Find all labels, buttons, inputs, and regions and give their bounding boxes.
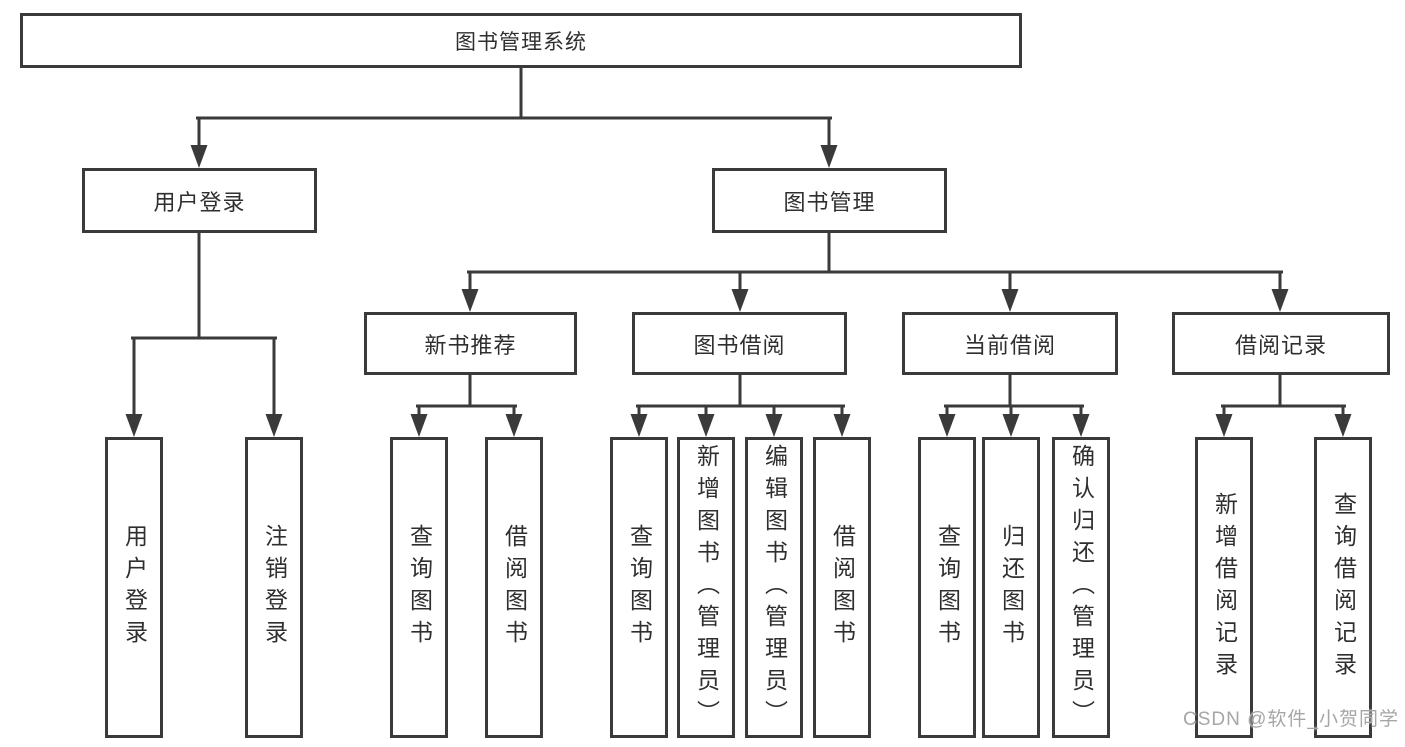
leaf-bb-query-books-label: 查询图书	[626, 523, 653, 652]
node-book-management-label: 图书管理	[783, 189, 876, 215]
leaf-br-query-record: 查询借阅记录	[1314, 437, 1372, 738]
node-book-management: 图书管理	[712, 168, 947, 233]
leaf-br-add-record: 新增借阅记录	[1195, 437, 1253, 738]
leaf-nbr-query-books: 查询图书	[390, 437, 448, 738]
leaf-cb-query-books-label: 查询图书	[934, 523, 961, 652]
leaf-nbr-borrow-books-label: 借阅图书	[501, 523, 528, 652]
node-current-borrow-label: 当前借阅	[963, 332, 1056, 358]
leaf-nbr-borrow-books: 借阅图书	[485, 437, 543, 738]
leaf-logout-label: 注销登录	[261, 523, 288, 652]
leaf-bb-add-books-label: 新增图书（管理员）	[693, 443, 720, 732]
leaf-br-query-record-label: 查询借阅记录	[1330, 491, 1357, 684]
node-borrow-record-label: 借阅记录	[1234, 332, 1327, 358]
leaf-user-login: 用户登录	[105, 437, 163, 738]
leaf-cb-query-books: 查询图书	[918, 437, 976, 738]
leaf-cb-return-books-label: 归还图书	[998, 523, 1025, 652]
leaf-bb-borrow-books: 借阅图书	[813, 437, 871, 738]
leaf-cb-confirm-return-label: 确认归还（管理员）	[1068, 443, 1095, 732]
leaf-nbr-query-books-label: 查询图书	[406, 523, 433, 652]
node-current-borrow: 当前借阅	[902, 312, 1118, 375]
node-root: 图书管理系统	[20, 13, 1022, 68]
leaf-br-add-record-label: 新增借阅记录	[1211, 491, 1238, 684]
leaf-bb-query-books: 查询图书	[610, 437, 668, 738]
leaf-bb-edit-books: 编辑图书（管理员）	[745, 437, 803, 738]
node-book-borrow-label: 图书借阅	[693, 332, 786, 358]
leaf-logout: 注销登录	[245, 437, 303, 738]
leaf-bb-add-books: 新增图书（管理员）	[677, 437, 735, 738]
leaf-cb-confirm-return: 确认归还（管理员）	[1052, 437, 1110, 738]
node-borrow-record: 借阅记录	[1172, 312, 1390, 375]
leaf-bb-borrow-books-label: 借阅图书	[829, 523, 856, 652]
leaf-bb-edit-books-label: 编辑图书（管理员）	[761, 443, 788, 732]
node-root-label: 图书管理系统	[455, 30, 587, 54]
leaf-cb-return-books: 归还图书	[982, 437, 1040, 738]
node-new-book-recommend-label: 新书推荐	[424, 332, 517, 358]
csdn-watermark: CSDN @软件_小贺同学	[1183, 709, 1399, 730]
node-user-login: 用户登录	[82, 168, 317, 233]
leaf-user-login-label: 用户登录	[121, 523, 148, 652]
node-new-book-recommend: 新书推荐	[364, 312, 577, 375]
node-book-borrow: 图书借阅	[632, 312, 847, 375]
node-user-login-label: 用户登录	[153, 189, 246, 215]
